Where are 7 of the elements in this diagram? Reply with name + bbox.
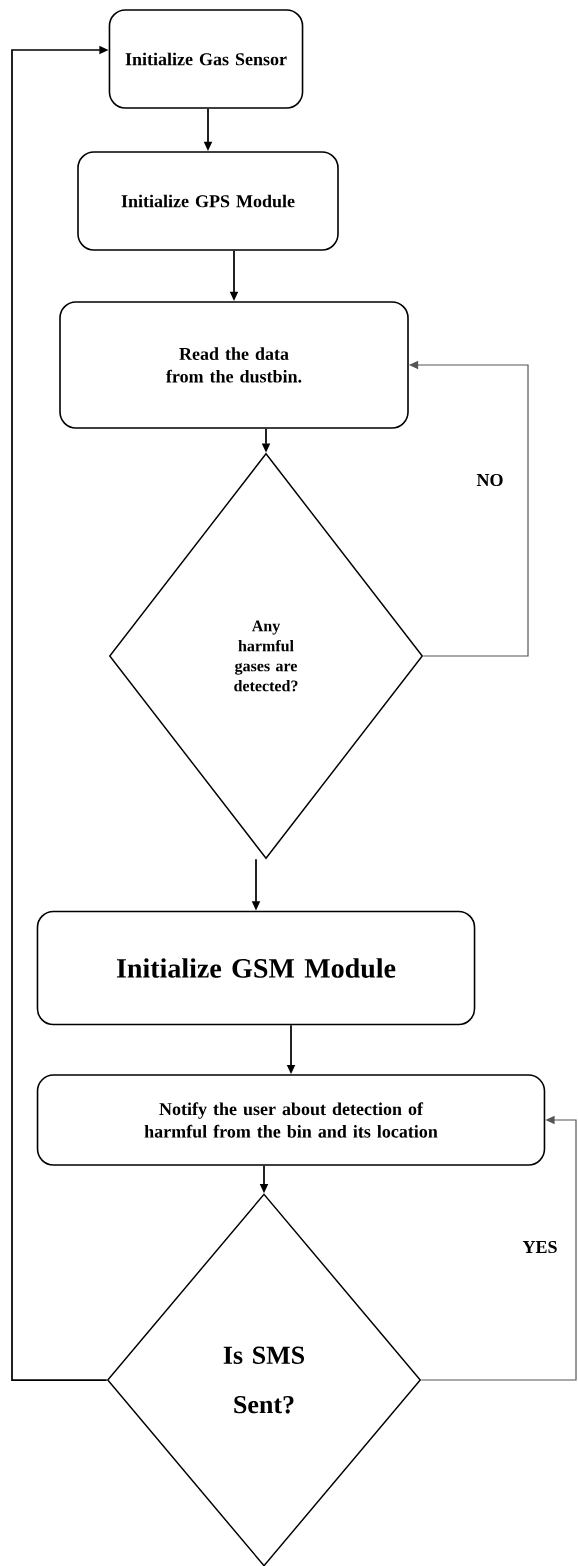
edge-label: NO [475, 472, 505, 488]
process-box: Initialize GSM Module [36, 910, 476, 1026]
process-box: Initialize GPS Module [77, 151, 339, 251]
process-box: Read the data from the dustbin. [59, 301, 409, 429]
process-box: Initialize Gas Sensor [108, 9, 304, 109]
process-box: Notify the user about detection of harmful from the bin and its location [36, 1074, 546, 1166]
edge-label: YES [521, 1239, 559, 1255]
